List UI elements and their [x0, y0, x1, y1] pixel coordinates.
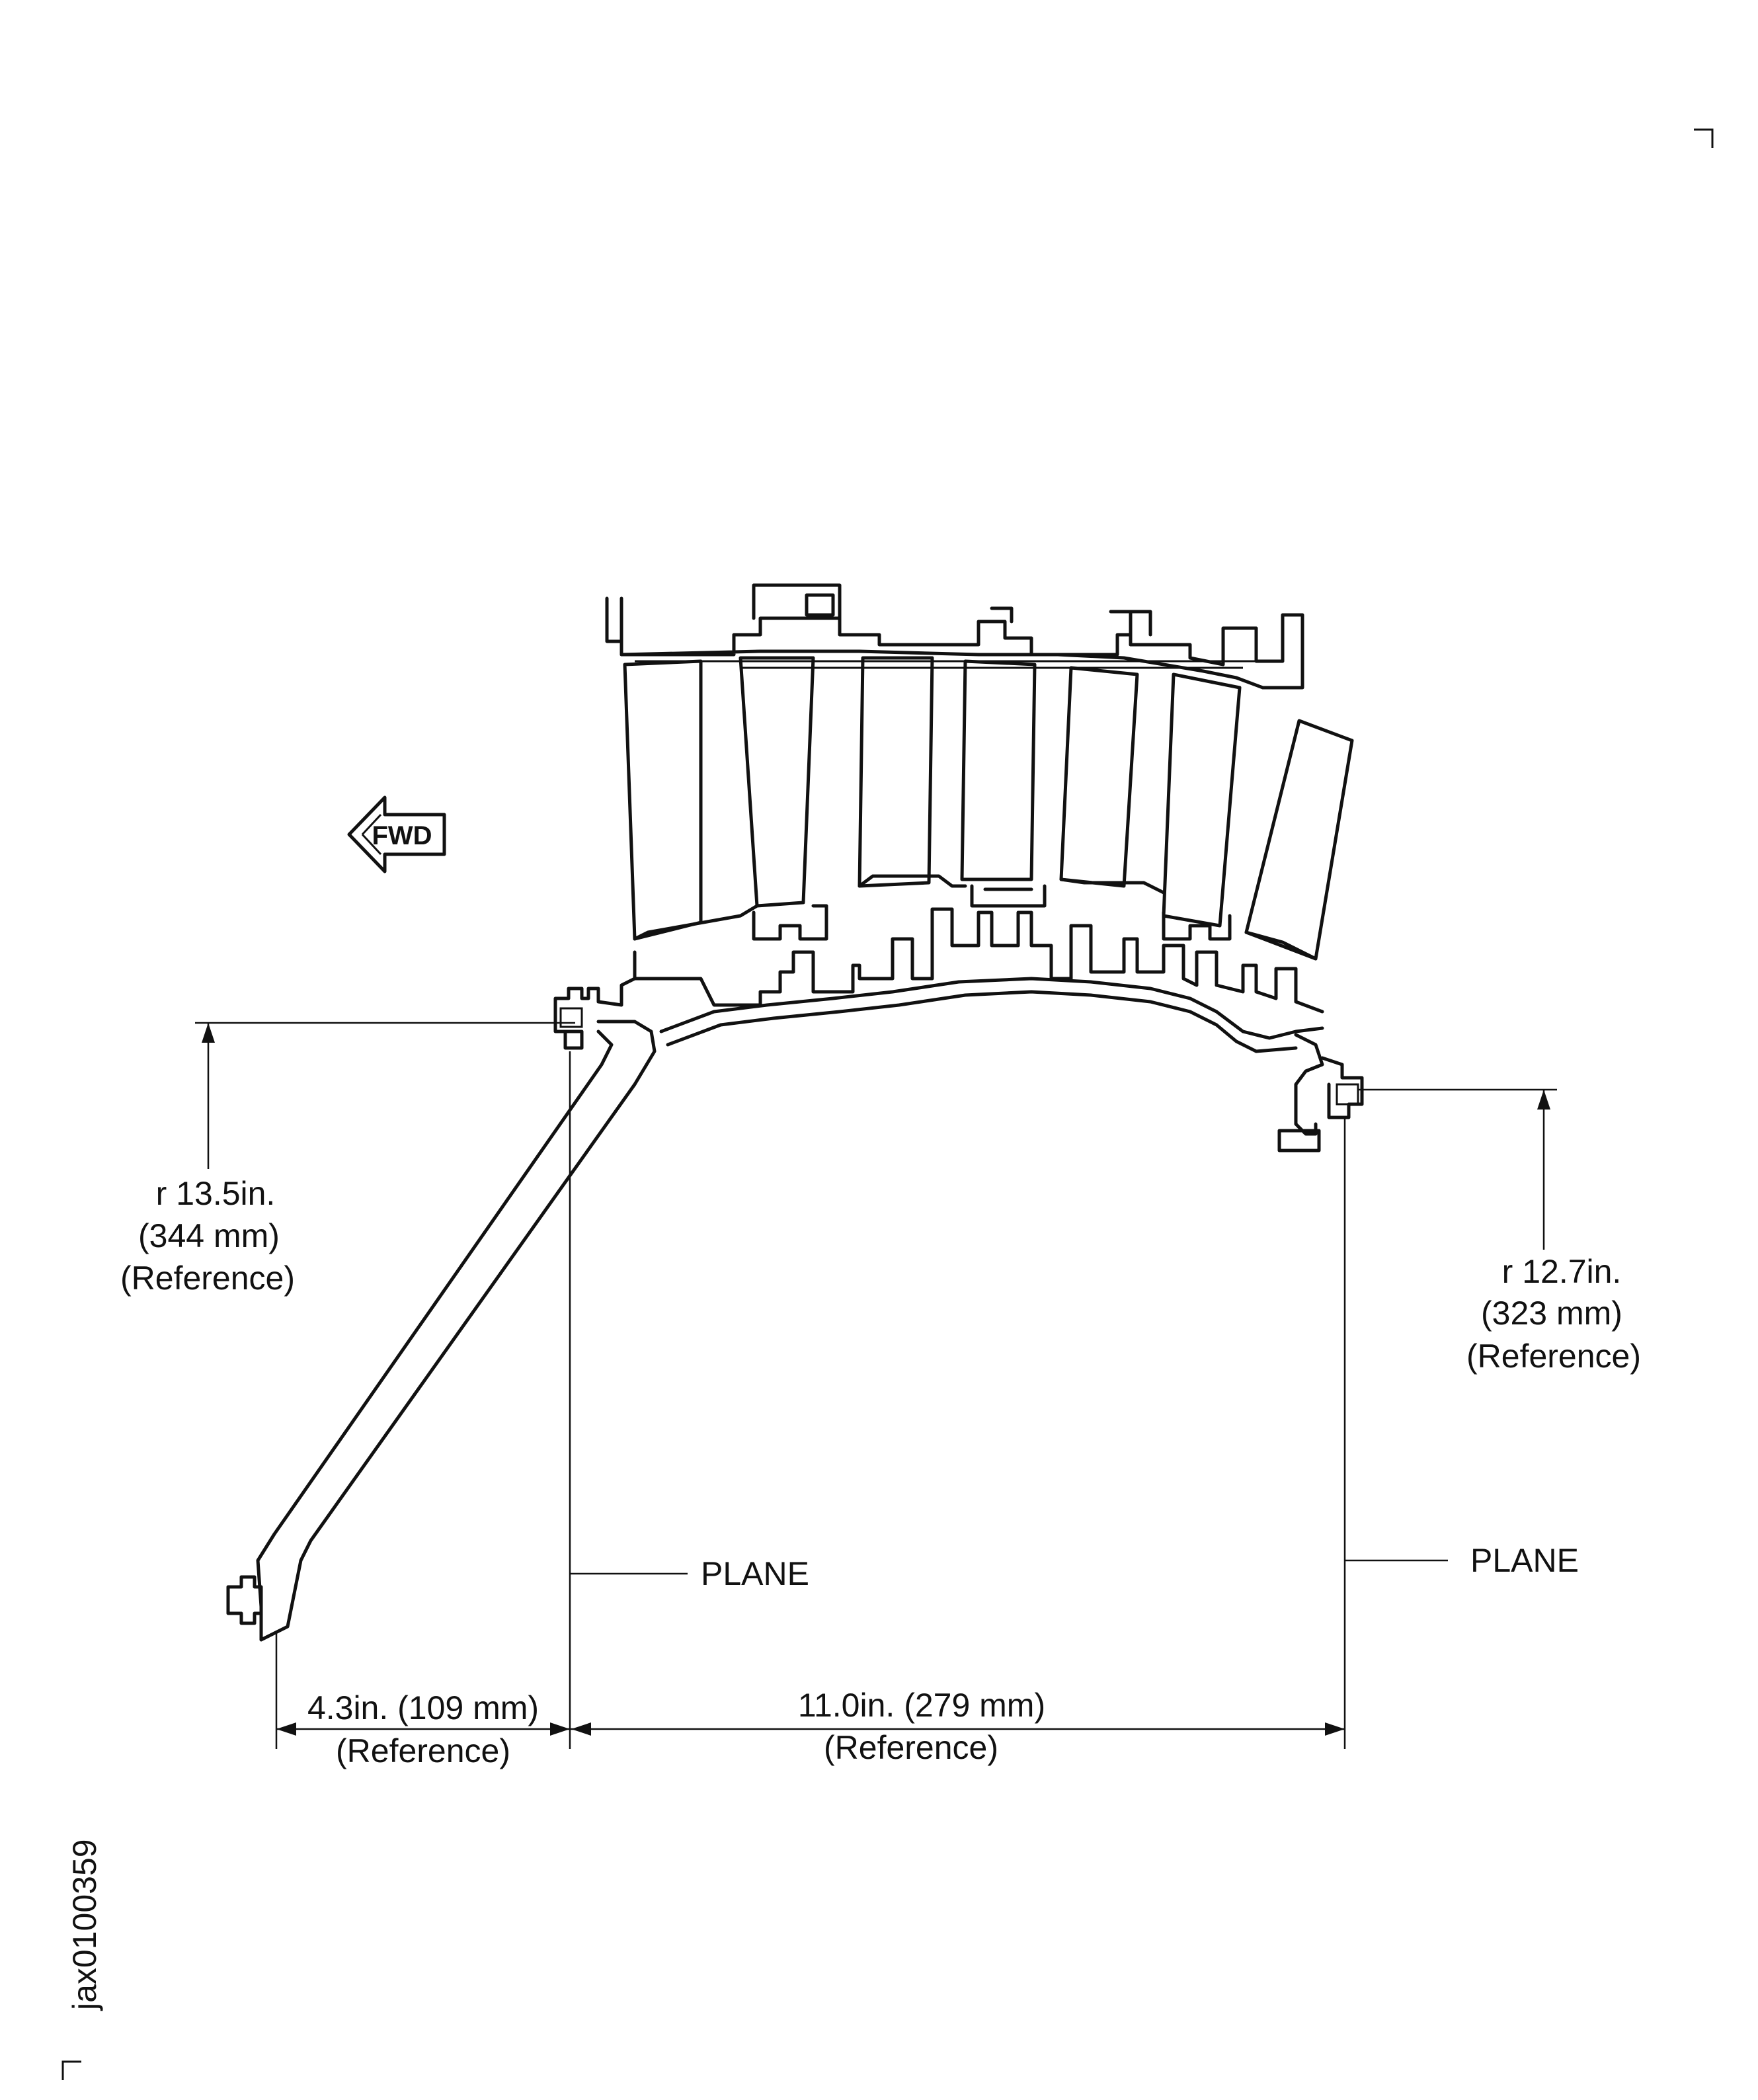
- blade-7: [1244, 719, 1354, 961]
- corner-mark-bottom-left: [61, 2060, 81, 2080]
- arm-foot: [226, 1575, 263, 1625]
- left-radius-value: r 13.5in.: [156, 1175, 276, 1212]
- corner-mark-top-right: [1694, 128, 1714, 148]
- fwd-arrow: FWD: [347, 795, 446, 873]
- left-flange: [553, 977, 637, 1050]
- right-radius-note: (Reference): [1466, 1338, 1641, 1375]
- left-plane-label: PLANE: [701, 1555, 809, 1592]
- right-plane-label: PLANE: [1470, 1542, 1579, 1579]
- left-plane: PLANE: [569, 1051, 809, 1749]
- blade-4: [960, 659, 1037, 881]
- rotor-drum: [633, 907, 1324, 1014]
- left-dimension-value: 4.3in. (109 mm): [307, 1689, 539, 1726]
- right-flange: [1294, 1033, 1364, 1136]
- blade-2: [739, 656, 815, 908]
- blade-3: [858, 656, 934, 888]
- fwd-label: FWD: [372, 821, 432, 850]
- main-dimension-note: (Reference): [824, 1729, 998, 1766]
- main-dimension-value: 11.0in. (279 mm): [798, 1687, 1045, 1724]
- blade-6: [1162, 672, 1242, 928]
- blade-1: [623, 659, 703, 941]
- right-radius-value: r 12.7in.: [1502, 1253, 1622, 1290]
- conical-support-arm: [256, 1020, 657, 1642]
- left-radius-metric: (344 mm): [138, 1217, 280, 1254]
- right-radius-metric: (323 mm): [1481, 1295, 1622, 1332]
- figure-id: jax0100359: [66, 1839, 103, 2011]
- main-horizontal-dimension: 11.0in. (279 mm) (Reference): [570, 1687, 1345, 1766]
- blade-5: [1059, 666, 1139, 888]
- outer-casing: [605, 596, 1304, 690]
- left-radius-note: (Reference): [120, 1260, 295, 1297]
- left-radius-dimension: r 13.5in. (344 mm) (Reference): [120, 1022, 575, 1297]
- left-horizontal-dimension: 4.3in. (109 mm) (Reference): [275, 1632, 570, 1769]
- left-dimension-note: (Reference): [336, 1732, 510, 1769]
- right-radius-dimension: r 12.7in. (323 mm) (Reference): [1359, 1088, 1641, 1375]
- right-plane: PLANE: [1343, 1117, 1579, 1749]
- rotor-assembly: [226, 583, 1364, 1642]
